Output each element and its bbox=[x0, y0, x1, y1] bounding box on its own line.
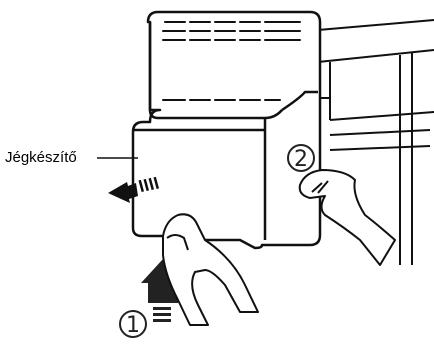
step-1-number: 1 bbox=[126, 313, 140, 338]
step-1-marker: 1 bbox=[120, 311, 146, 338]
step-2-marker: 2 bbox=[288, 145, 314, 172]
ice-maker-body bbox=[133, 12, 320, 248]
ice-maker-label: Jégkészítő bbox=[5, 149, 77, 166]
step-2-number: 2 bbox=[294, 147, 308, 172]
